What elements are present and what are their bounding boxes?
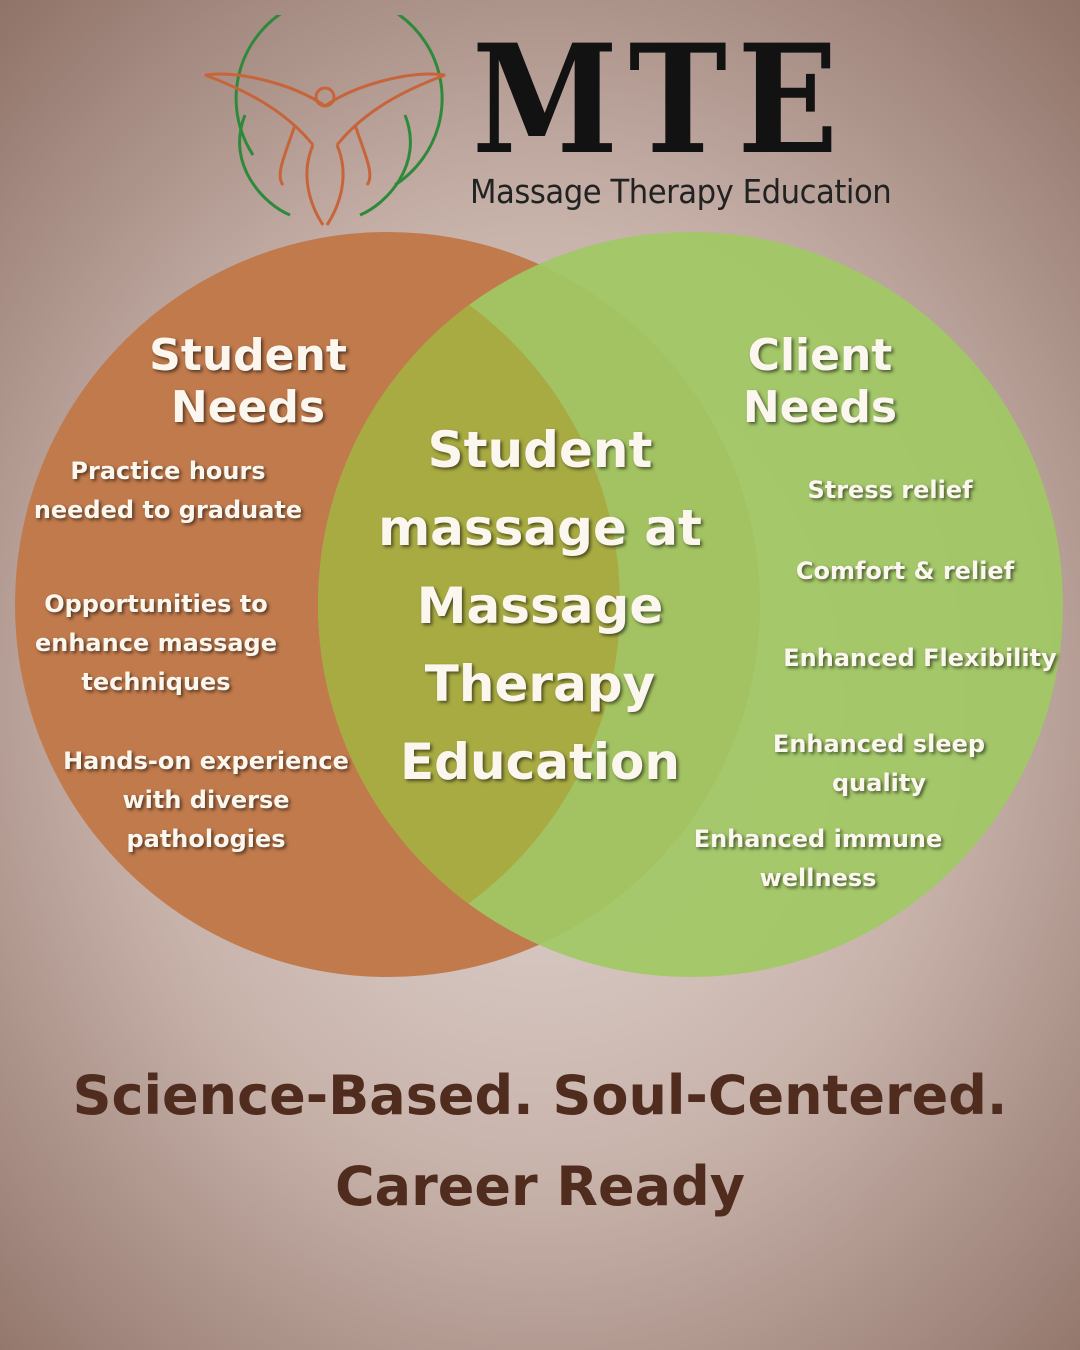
- center-line: Therapy: [424, 655, 656, 713]
- item-line: Comfort & relief: [795, 557, 1015, 585]
- center-line: Education: [400, 733, 680, 791]
- heading-line: Student: [149, 330, 347, 381]
- client-need-item: Enhanced sleep quality: [729, 725, 1029, 803]
- item-line: wellness: [759, 864, 877, 892]
- item-line: Enhanced immune: [693, 825, 943, 853]
- center-line: massage at: [378, 499, 702, 557]
- heading-line: Needs: [742, 382, 898, 433]
- item-line: Enhanced Flexibility: [783, 644, 1057, 672]
- student-need-item: Opportunities to enhance massage techniq…: [6, 585, 306, 702]
- brand-subtitle: Massage Therapy Education: [470, 172, 892, 211]
- item-line: needed to graduate: [33, 496, 303, 524]
- heading-line: Client: [747, 330, 893, 381]
- student-needs-heading: Student Needs: [108, 330, 388, 434]
- item-line: enhance massage: [34, 629, 277, 657]
- client-need-item: Stress relief: [740, 471, 1040, 510]
- center-line: Student: [427, 421, 653, 479]
- center-line: Massage: [416, 577, 664, 635]
- item-line: Stress relief: [807, 476, 973, 504]
- item-line: pathologies: [126, 825, 286, 853]
- tagline-line-1: Science-Based. Soul-Centered.: [72, 1064, 1008, 1127]
- item-line: Practice hours: [70, 457, 266, 485]
- brand-name: MTE: [472, 12, 849, 188]
- item-line: techniques: [81, 668, 231, 696]
- overlap-center-text: Student massage at Massage Therapy Educa…: [360, 411, 720, 801]
- item-line: Hands-on experience: [63, 747, 349, 775]
- student-need-item: Hands-on experience with diverse patholo…: [56, 742, 356, 859]
- angel-hands-logo-icon: [204, 15, 446, 226]
- client-needs-heading: Client Needs: [680, 330, 960, 434]
- item-line: quality: [831, 769, 927, 797]
- heading-line: Needs: [170, 382, 326, 433]
- item-line: Opportunities to: [44, 590, 268, 618]
- student-need-item: Practice hours needed to graduate: [18, 452, 318, 530]
- item-line: Enhanced sleep: [772, 730, 986, 758]
- client-need-item: Enhanced Flexibility: [760, 639, 1080, 678]
- client-need-item: Enhanced immune wellness: [668, 820, 968, 898]
- tagline-line-2: Career Ready: [335, 1155, 745, 1218]
- client-need-item: Comfort & relief: [755, 552, 1055, 591]
- item-line: with diverse: [122, 786, 290, 814]
